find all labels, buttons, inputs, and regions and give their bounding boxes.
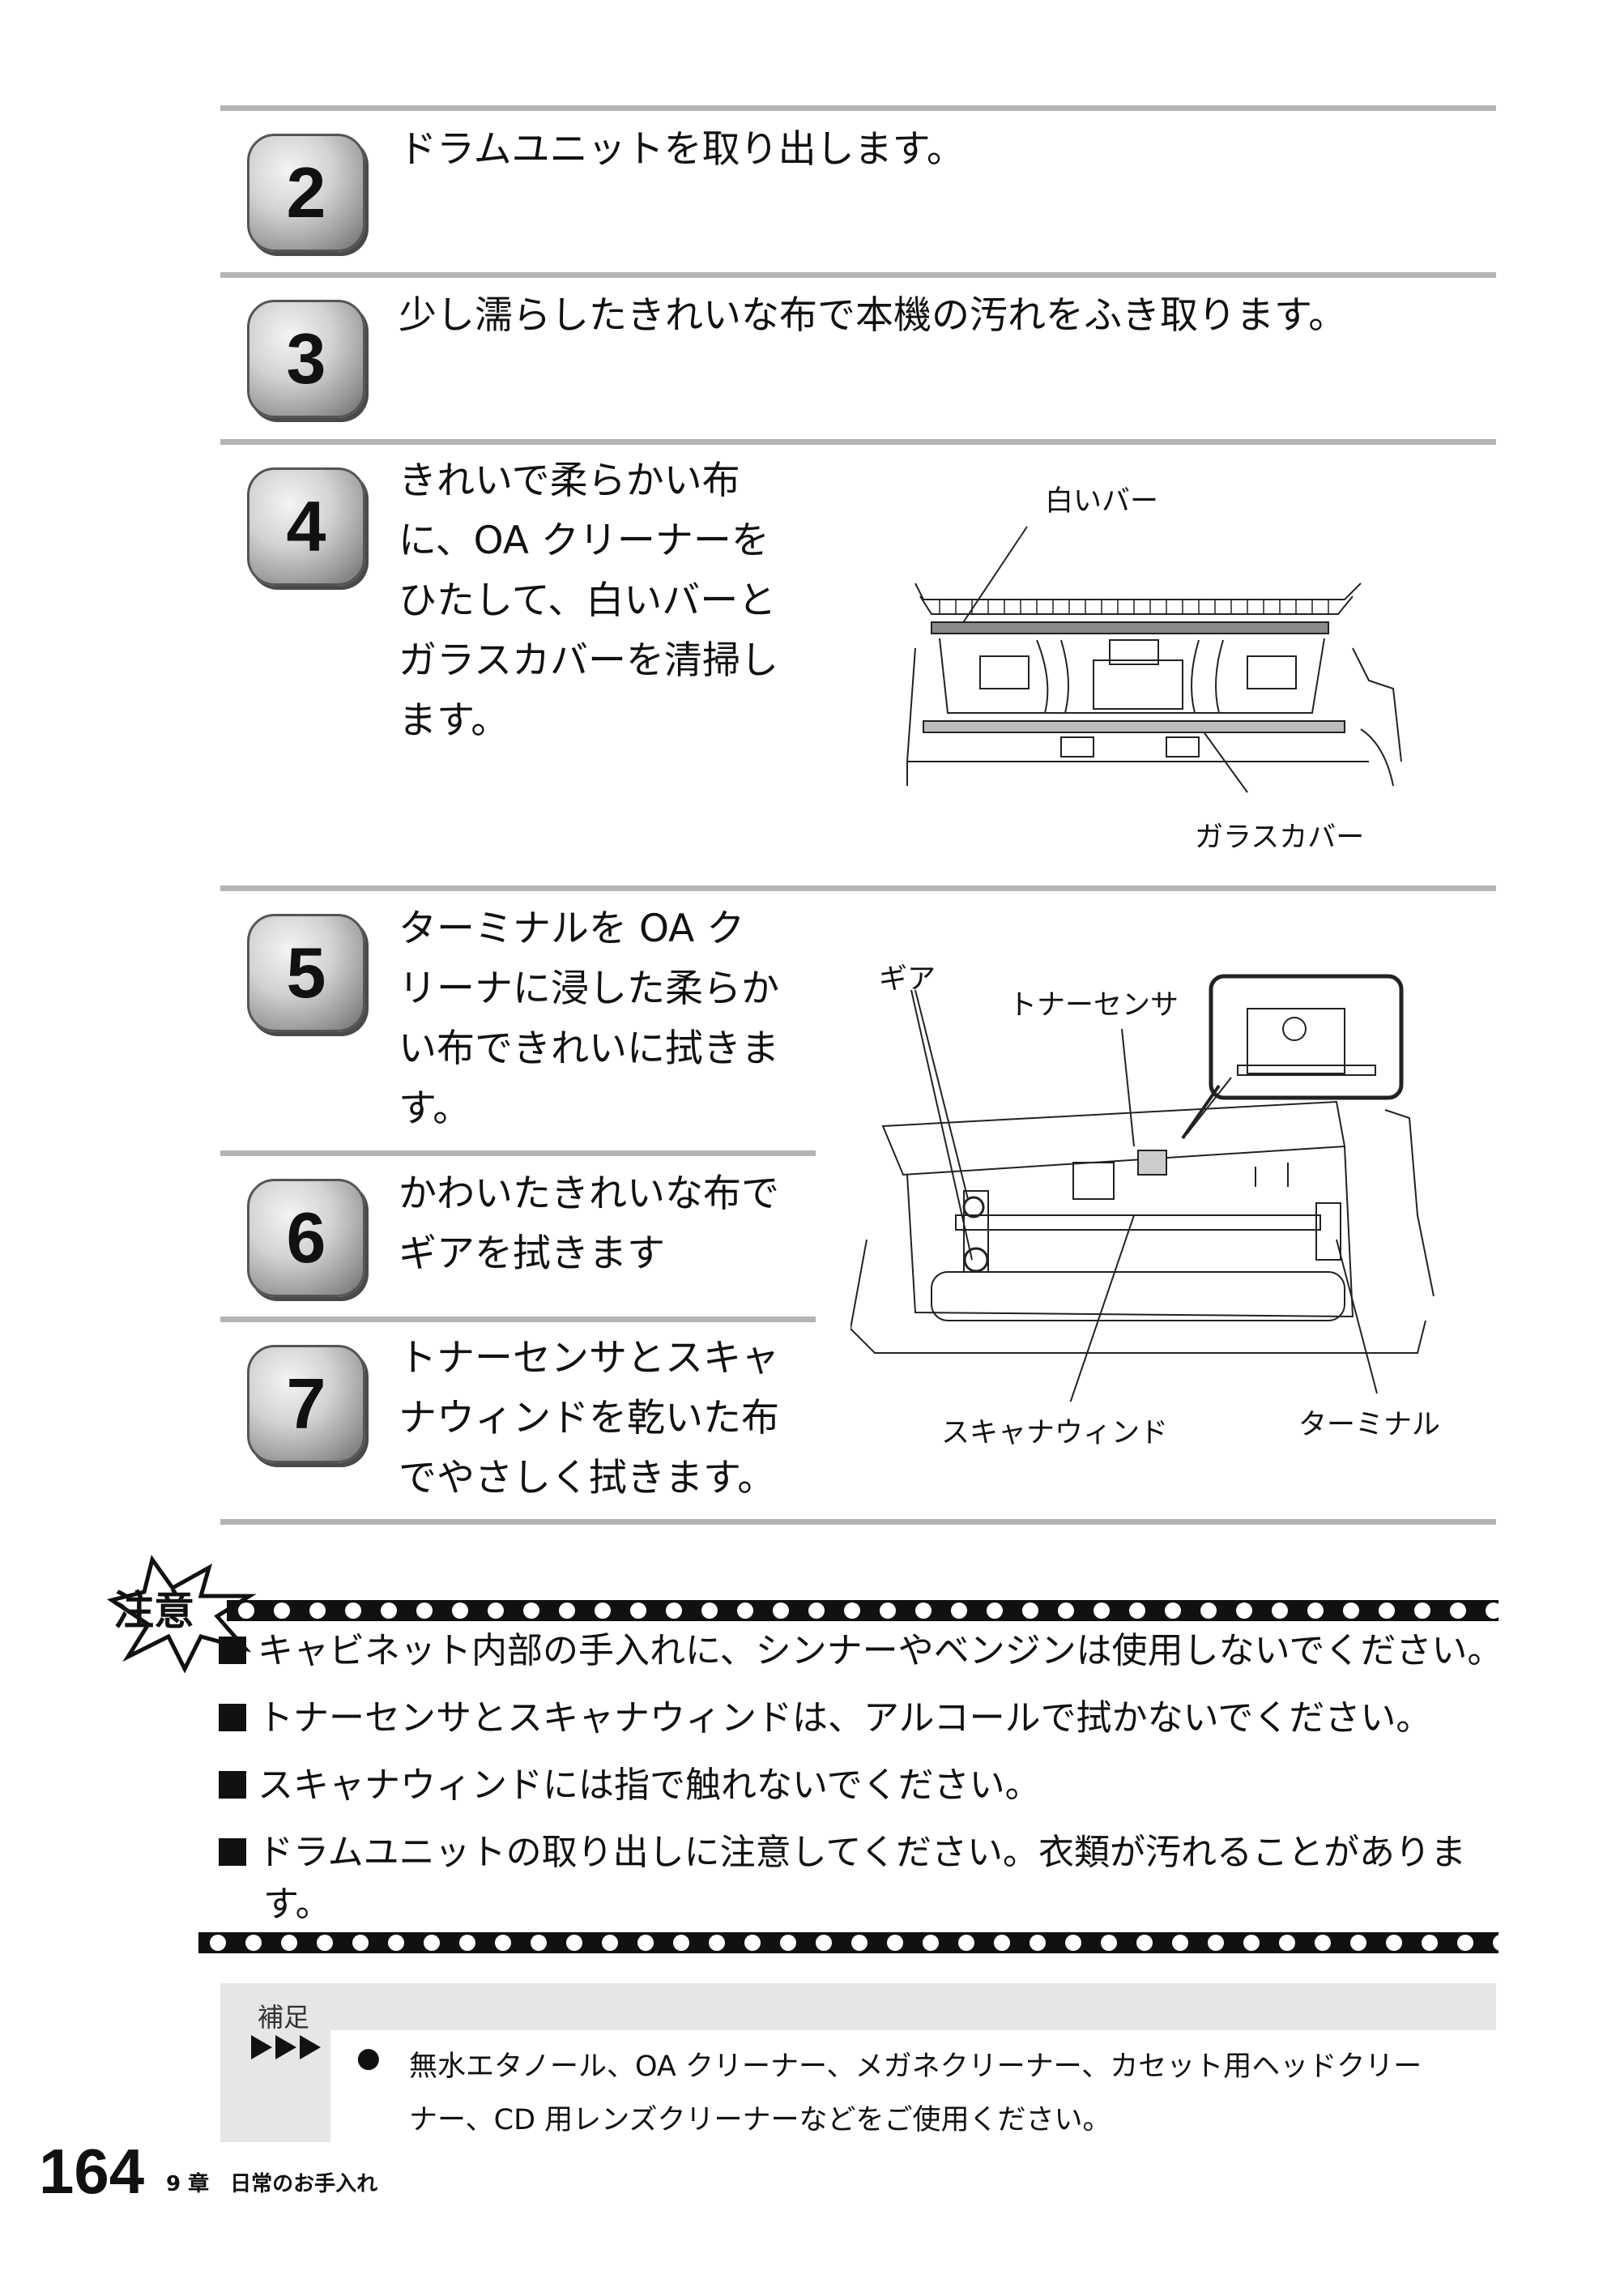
step-4-line: ます。 [399, 698, 509, 743]
step-4-line: に、OA クリーナーを [399, 519, 770, 563]
caution-burst-icon [106, 1555, 257, 1673]
step-4-line: きれいで柔らかい布 [399, 459, 740, 503]
step-6-line: ギアを拭きます [399, 1231, 665, 1276]
caution-chain-bottom [198, 1932, 1498, 1953]
supplement-side-panel [220, 1983, 330, 2142]
step-5-text: ターミナルを OA ク リーナに浸した柔らか い布できれいに拭きま す。 [399, 899, 779, 1139]
step-6-number: 6 [247, 1179, 365, 1297]
step-4-line: ひたして、白いバーと [399, 578, 777, 623]
step-7-line: ナウィンドを乾いた布 [399, 1396, 779, 1440]
supplement-bullet: ● [356, 2042, 381, 2074]
step-3-number: 3 [247, 300, 365, 418]
label-white-bar: 白いバー [1045, 485, 1159, 518]
rule-step3 [220, 272, 1496, 278]
supplement-line-1: 無水エタノール、OA クリーナー、メガネクリーナー、カセット用ヘッドクリー [409, 2051, 1422, 2083]
rule-bottom [220, 1519, 1496, 1525]
rule-step4 [220, 439, 1496, 445]
caution-item-text: キャビネット内部の手入れに、シンナーやベンジンは使用しないでください。 [258, 1630, 1503, 1671]
label-scan-window: スキャナウィンド [941, 1417, 1169, 1449]
square-bullet-icon [219, 1771, 246, 1799]
label-glass-cover: ガラスカバー [1195, 822, 1365, 854]
supplement-header-bar [220, 1983, 1496, 2030]
caution-item-4: ドラムユニットの取り出しに注意してください。衣類が汚れることがありま [219, 1826, 1466, 1880]
label-terminal: ターミナル [1298, 1409, 1441, 1441]
step-5-line: す。 [399, 1086, 471, 1131]
rule-step6 [220, 1150, 816, 1156]
caution-item-4-continued: す。 [263, 1884, 331, 1925]
rule-step7 [220, 1317, 816, 1322]
step-7-number: 7 [247, 1345, 365, 1463]
caution-chain-top [227, 1600, 1498, 1621]
step-4-number: 4 [247, 467, 365, 586]
step-5-number: 5 [247, 914, 365, 1032]
rule-step5 [220, 886, 1496, 891]
rule-top [220, 105, 1496, 111]
caution-label: 注意 [113, 1587, 194, 1634]
caution-item-text: トナーセンサとスキャナウィンドは、アルコールで拭かないでください。 [258, 1697, 1432, 1739]
step-4-text: きれいで柔らかい布 に、OA クリーナーを ひたして、白いバーと ガラスカバーを… [399, 451, 778, 751]
caution-item-3: スキャナウィンドには指で触れないでください。 [219, 1759, 1041, 1812]
triple-arrow-icon [251, 2035, 321, 2059]
caution-item-2: トナーセンサとスキャナウィンドは、アルコールで拭かないでください。 [219, 1692, 1431, 1745]
figure-drum-bay-illustration [850, 974, 1435, 1402]
step-7-line: トナーセンサとスキャ [399, 1336, 779, 1381]
step-4-line: ガラスカバーを清掃し [399, 638, 779, 683]
step-3-text: 少し濡らしたきれいな布で本機の汚れをふき取ります。 [399, 293, 1347, 338]
caution-item-text: スキャナウィンドには指で触れないでください。 [258, 1765, 1041, 1806]
step-2-number: 2 [247, 134, 365, 252]
caution-item-1: キャビネット内部の手入れに、シンナーやベンジンは使用しないでください。 [219, 1624, 1503, 1678]
step-2-text: ドラムユニットを取り出します。 [399, 127, 965, 172]
supplement-line-2: ナー、CD 用レンズクリーナーなどをご使用ください。 [409, 2104, 1111, 2136]
square-bullet-icon [219, 1704, 246, 1731]
step-6-text: かわいたきれいな布で ギアを拭きます [399, 1164, 779, 1284]
step-5-line: い布できれいに拭きま [399, 1026, 779, 1071]
step-7-line: でやさしく拭きます。 [399, 1456, 776, 1500]
label-toner-sensor: トナーセンサ [1008, 989, 1179, 1022]
step-5-line: リーナに浸した柔らか [399, 967, 779, 1011]
step-7-text: トナーセンサとスキャ ナウィンドを乾いた布 でやさしく拭きます。 [399, 1329, 779, 1509]
square-bullet-icon [219, 1838, 246, 1866]
step-6-line: かわいたきれいな布で [399, 1171, 779, 1216]
step-5-line: ターミナルを OA ク [399, 907, 745, 951]
label-gear: ギア [879, 963, 936, 996]
page-number: 164 [39, 2136, 145, 2207]
caution-item-text: ドラムユニットの取り出しに注意してください。衣類が汚れることがありま [258, 1832, 1467, 1873]
square-bullet-icon [219, 1637, 246, 1664]
chapter-title: 9 章 日常のお手入れ [166, 2172, 378, 2196]
figure-scanner-bar-illustration [906, 526, 1402, 793]
supplement-label: 補足 [258, 2002, 310, 2033]
